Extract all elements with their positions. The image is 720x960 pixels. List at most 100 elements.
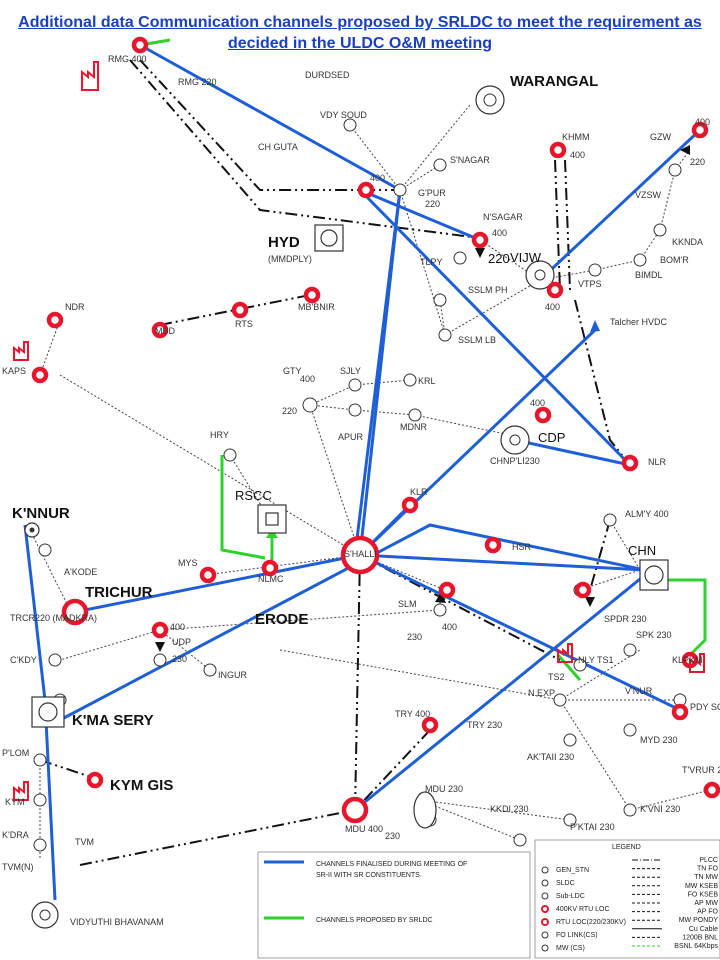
label-kkdi: KKDI 230	[490, 804, 529, 814]
legend-symbol-icon	[541, 879, 549, 887]
label-vnur: V'NUR	[625, 686, 653, 696]
region-vijw: VIJW	[510, 250, 542, 265]
label-gpur: G'PUR	[418, 188, 446, 198]
label-v220a: 220	[425, 199, 440, 209]
label-myd: MYD 230	[640, 735, 678, 745]
label-udp400: 400	[170, 622, 185, 632]
region-hyd-sub: (MMDPLY)	[268, 254, 312, 264]
label-try230: TRY 230	[467, 720, 502, 730]
label-durdsed: DURDSED	[305, 70, 350, 80]
label-chnpli: CHNP'LI230	[490, 456, 540, 466]
label-chguta: CH GUTA	[258, 142, 298, 152]
legend-symbol-icon	[541, 918, 549, 926]
label-spk: SPK 230	[636, 630, 672, 640]
legend-left-item: SLDC	[556, 880, 575, 887]
region-rscc: RSCC	[235, 488, 272, 503]
legend-left-item: FO LINK(CS)	[556, 932, 598, 939]
legend-symbol-icon	[541, 944, 549, 952]
label-nexp: N.EXP	[528, 688, 555, 698]
label-vdy-soud: VDY SOUD	[320, 110, 367, 120]
label-krl: KRL	[418, 376, 436, 386]
plcc-links	[39, 59, 631, 866]
legend-right-item: TN MW	[694, 874, 718, 881]
label-mbbnir: MB'BNIR	[298, 302, 335, 312]
region-hyd: HYD	[268, 234, 300, 251]
label-vidyuthi: VIDYUTHI BHAVANAM	[70, 917, 164, 927]
label-trcr: TRCR220 (MADKRA)	[10, 613, 97, 623]
label-nlr: NLR	[648, 457, 667, 467]
legend-symbol-icon	[541, 905, 549, 913]
label-tvm: TVM	[75, 837, 94, 847]
factory-icon	[557, 643, 573, 663]
label-gzw220: 220	[690, 157, 705, 167]
label-akode: A'KODE	[64, 567, 97, 577]
region-erode: ERODE	[255, 611, 308, 628]
region-knnur: K'NNUR	[12, 505, 70, 522]
legend-right-item: MW PONDY	[679, 917, 719, 924]
legend-left-item: MW (CS)	[556, 945, 585, 952]
label-rmg400: RMG 400	[108, 54, 147, 64]
label-khmm400: 400	[570, 150, 585, 160]
label-v220b: 220	[488, 251, 510, 266]
label-mys: MYS	[178, 558, 198, 568]
label-mdu230b: 230	[385, 831, 400, 841]
label-shalli: S'HALLI	[344, 549, 377, 559]
label-almy: ALM'Y 400	[625, 509, 669, 519]
label-sslm-lb: SSLM LB	[458, 335, 496, 345]
label-ndr: NDR	[65, 302, 85, 312]
label-tvrur: T'VRUR 230	[682, 765, 720, 775]
label-gty: GTY	[283, 366, 302, 376]
label-slm: SLM	[398, 599, 417, 609]
label-rts: RTS	[235, 319, 253, 329]
factory-icon	[81, 61, 99, 91]
finalised-channels	[23, 43, 702, 901]
label-mdu: MDU 400	[345, 824, 383, 834]
legend-right-item: FO KSEB	[688, 891, 719, 898]
label-gty220: 220	[282, 406, 297, 416]
label-gzw400: 400	[695, 117, 710, 127]
label-ingur: INGUR	[218, 670, 248, 680]
label-nlmc: NLMC	[258, 574, 284, 584]
label-vzsw: VZSW	[635, 190, 662, 200]
legend-right-item: BSNL 64Kbps	[674, 943, 718, 950]
label-nsagar: N'SAGAR	[483, 212, 523, 222]
background-links	[29, 104, 711, 860]
factory-icon	[13, 781, 29, 801]
label-kaps: KAPS	[2, 366, 26, 376]
label-nly: NLY TS1	[578, 655, 614, 665]
label-apur: APUR	[338, 432, 364, 442]
region-chn: CHN	[628, 543, 656, 558]
factory-icon	[689, 653, 705, 673]
legend-heading: LEGEND	[612, 844, 641, 851]
station-labels: RMG 400 RMG 220 DURDSED VDY SOUD CH GUTA…	[2, 54, 720, 927]
region-warangal: WARANGAL	[510, 73, 598, 90]
region-trichur: TRICHUR	[85, 584, 153, 601]
label-sslm-ph: SSLM PH	[468, 285, 508, 295]
label-mdnr: MDNR	[400, 422, 427, 432]
label-pktai: P'KTAI 230	[570, 822, 615, 832]
label-aktaii: AK'TAII 230	[527, 752, 574, 762]
legend-symbol-icon	[541, 866, 549, 874]
label-slm400: 400	[442, 622, 457, 632]
label-cdp: CDP	[538, 430, 565, 445]
arrows	[155, 145, 690, 652]
label-plom: P'LOM	[2, 748, 29, 758]
legend-left-item: 400KV RTU LOC	[556, 906, 610, 913]
proposed-channels	[139, 38, 707, 681]
label-udp: UDP	[172, 637, 191, 647]
substations	[24, 85, 717, 929]
label-vijw400: 400	[545, 302, 560, 312]
legend-right-item: MW KSEB	[685, 883, 718, 890]
label-slm230: 230	[407, 632, 422, 642]
region-kym-gis: KYM GIS	[110, 777, 173, 794]
label-bomr: BOM'R	[660, 255, 689, 265]
label-try400: TRY 400	[395, 709, 430, 719]
legend-right-item: 1200B BNL	[682, 934, 718, 941]
